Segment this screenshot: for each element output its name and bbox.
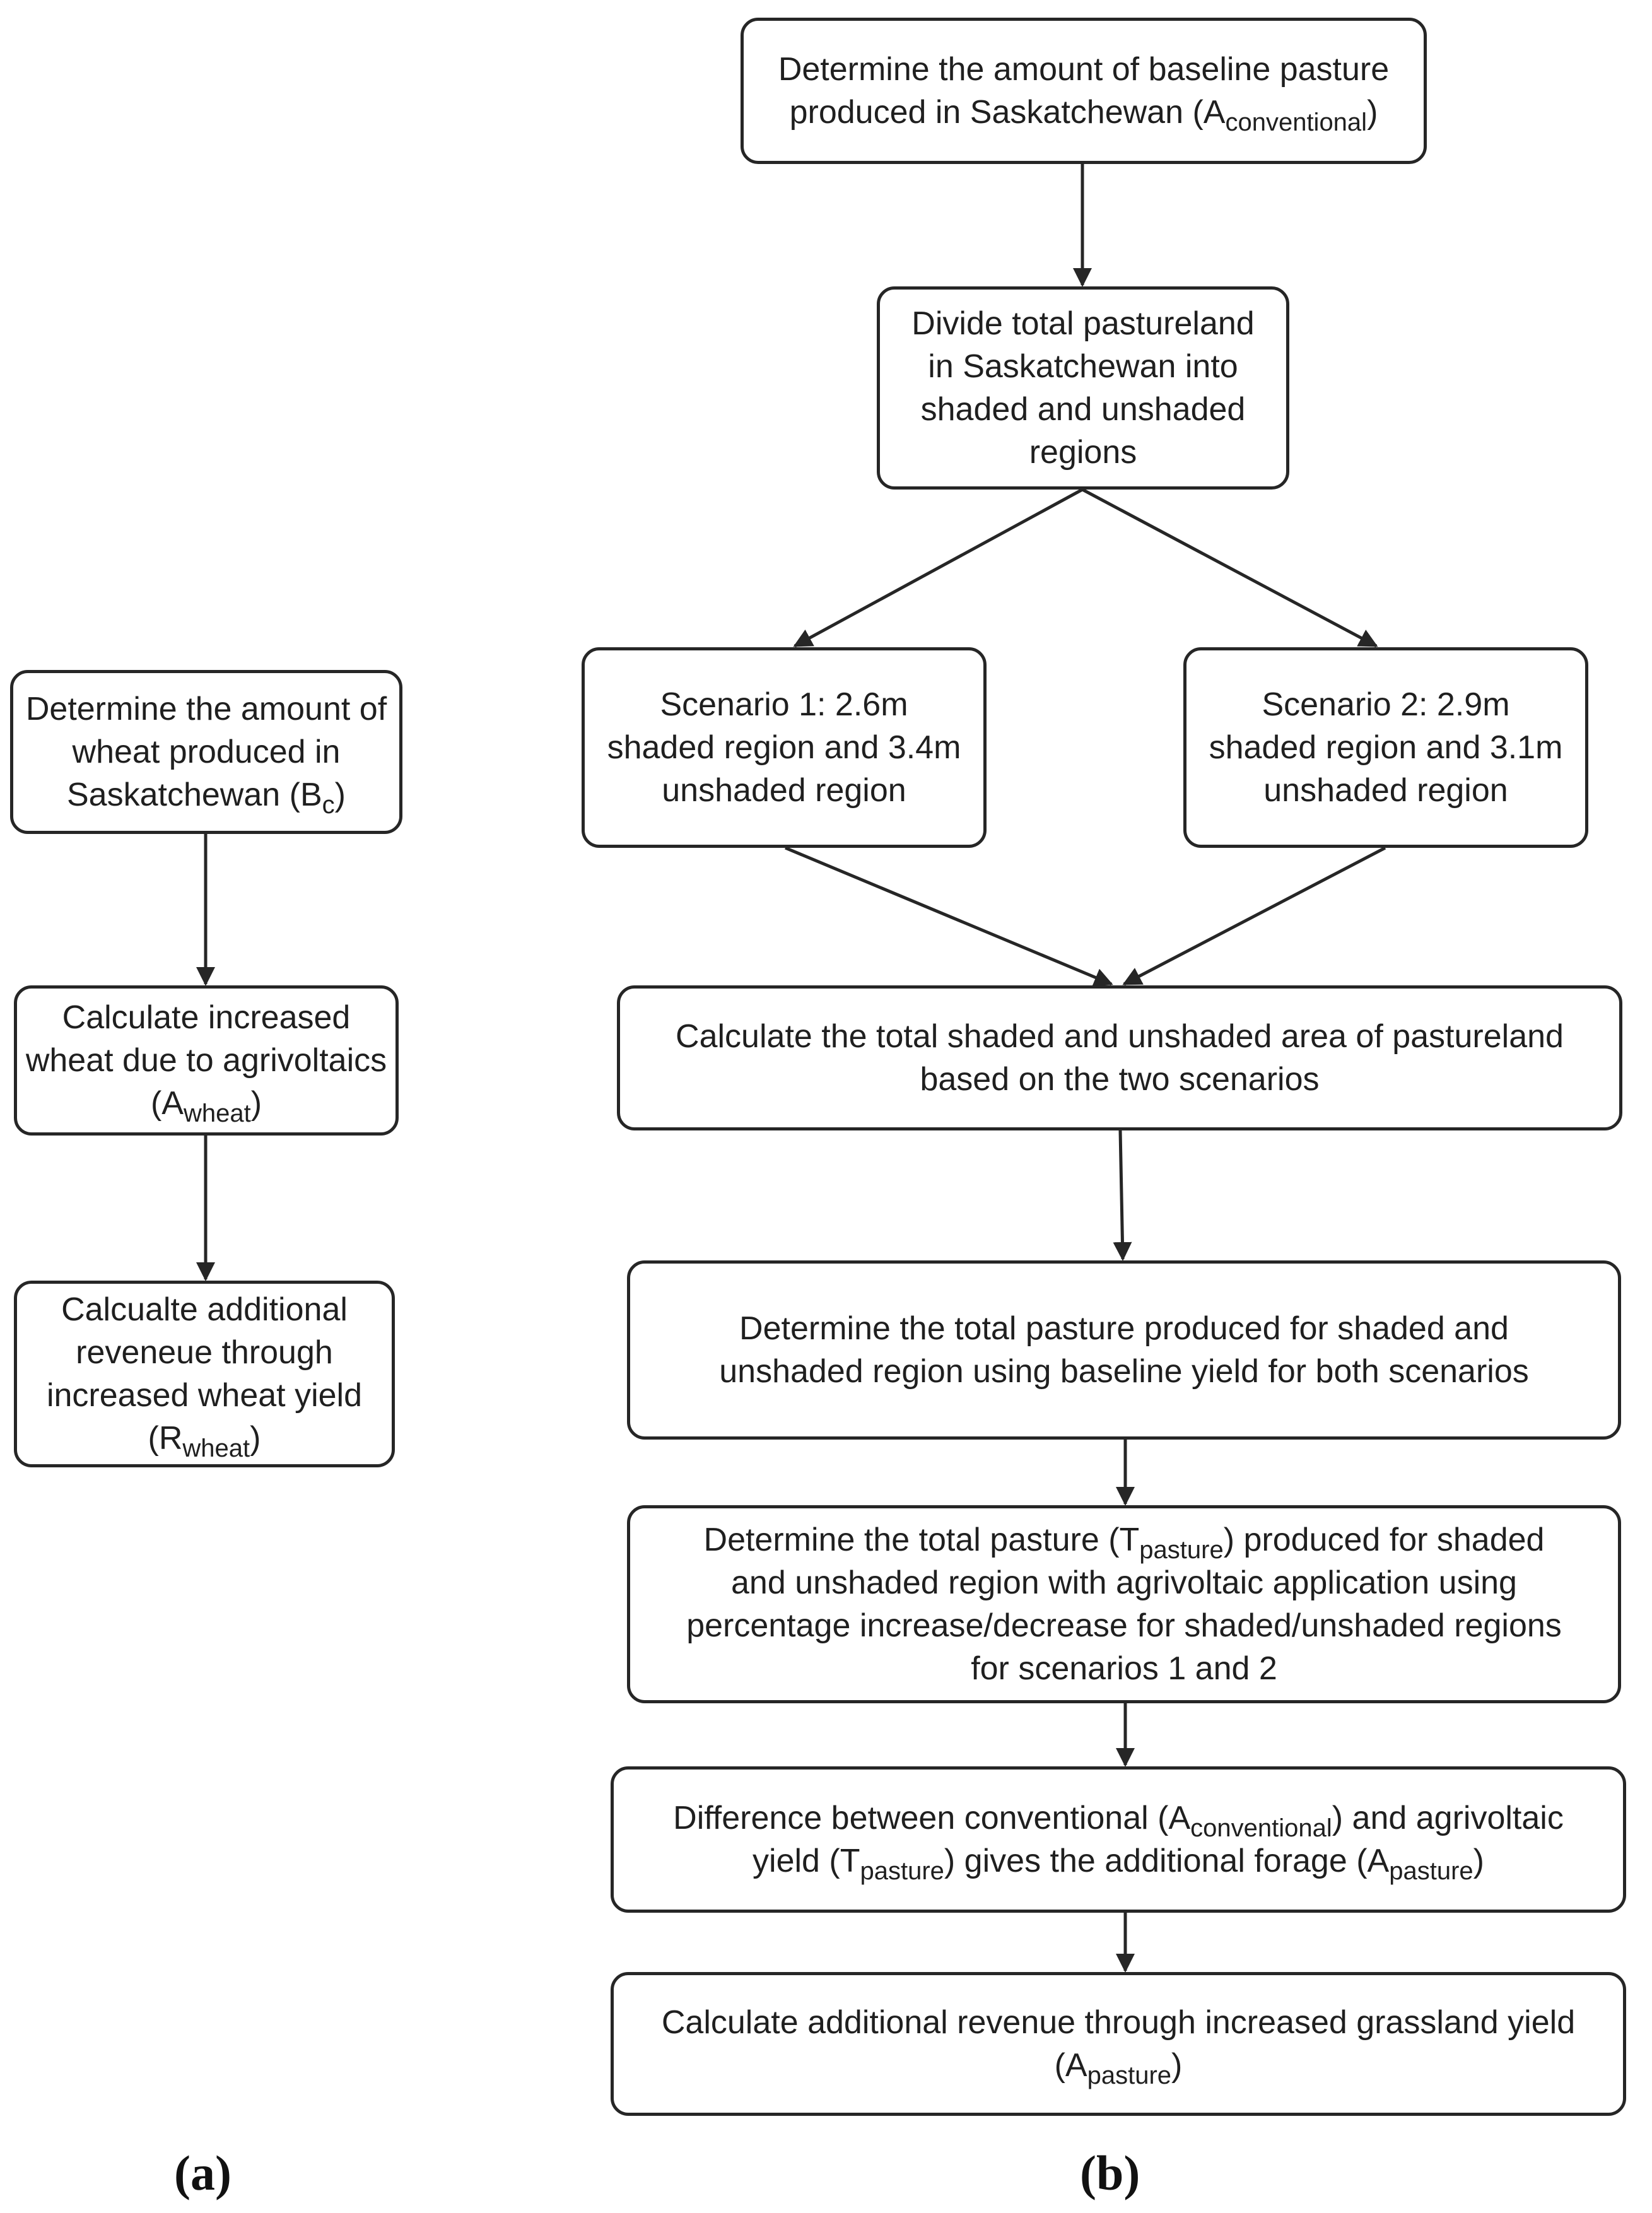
box-b-baseline-pasture: Determine the amount of baseline pasture… [741, 18, 1427, 164]
text-line: Determine the total pasture (Tpasture) p… [703, 1522, 1545, 1564]
box-a-additional-revenue: Calcualte additional reveneue through in… [14, 1281, 395, 1467]
text-line: Calculate additional revenue through inc… [661, 2004, 1576, 2041]
box-b-scenario-2: Scenario 2: 2.9m shaded region and 3.1m … [1183, 647, 1588, 848]
arrow-b-scenario1-to-area [785, 846, 1113, 987]
text-line: wheat produced in [72, 734, 341, 770]
text-line: shaded region and 3.4m [607, 729, 961, 766]
text-line: regions [1029, 434, 1137, 471]
box-b-difference: Difference between conventional (Aconven… [611, 1766, 1626, 1913]
box-a-increased-wheat: Calculate increased wheat due to agrivol… [14, 985, 399, 1136]
box-b-grassland-revenue: Calculate additional revenue through inc… [611, 1972, 1626, 2116]
box-b-agrivoltaic-pasture: Determine the total pasture (Tpasture) p… [627, 1505, 1621, 1703]
text-line: Determine the total pasture produced for… [739, 1310, 1509, 1347]
text-line: Difference between conventional (Aconven… [673, 1800, 1564, 1842]
text-line: Determine the amount of [25, 691, 387, 727]
panel-label-b: (b) [1080, 2145, 1140, 2200]
text-line: shaded region and 3.1m [1209, 729, 1563, 766]
text-line: increased wheat yield [46, 1377, 363, 1414]
box-a-wheat-amount: Determine the amount of wheat produced i… [10, 670, 402, 834]
panel-label-a: (a) [174, 2145, 231, 2200]
text-line: reveneue through [76, 1334, 333, 1371]
text-line: Scenario 1: 2.6m [660, 686, 908, 723]
text-line: Calculate increased [62, 999, 351, 1036]
box-b-baseline-yield: Determine the total pasture produced for… [627, 1260, 1621, 1440]
text-line: and unshaded region with agrivoltaic app… [731, 1564, 1517, 1601]
text-line: shaded and unshaded [920, 391, 1246, 428]
text-line: unshaded region [662, 772, 906, 809]
text-line: (Apasture) [1054, 2047, 1183, 2089]
text-line: for scenarios 1 and 2 [971, 1650, 1277, 1687]
box-b-divide-pastureland: Divide total pastureland in Saskatchewan… [877, 286, 1289, 490]
text-line: (Rwheat) [148, 1420, 261, 1462]
text-line: yield (Tpasture) gives the additional fo… [753, 1843, 1484, 1885]
arrow-b-divide-to-scenario2 [1081, 488, 1378, 648]
text-line: unshaded region [1263, 772, 1508, 809]
text-line: Divide total pastureland [911, 305, 1255, 342]
text-line: (Awheat) [150, 1085, 262, 1127]
text-line: Determine the amount of baseline pasture [778, 51, 1390, 88]
text-line: Saskatchewan (Bc) [67, 777, 346, 819]
text-line: produced in Saskatchewan (Aconventional) [789, 94, 1378, 136]
arrow-b-scenario2-to-area [1122, 846, 1386, 986]
text-line: unshaded region using baseline yield for… [719, 1353, 1529, 1390]
text-line: based on the two scenarios [920, 1061, 1320, 1098]
box-b-scenario-1: Scenario 1: 2.6m shaded region and 3.4m … [582, 647, 987, 848]
box-b-total-area: Calculate the total shaded and unshaded … [617, 985, 1622, 1130]
arrow-b-divide-to-scenario1 [793, 488, 1084, 648]
text-line: percentage increase/decrease for shaded/… [686, 1607, 1562, 1644]
text-line: Scenario 2: 2.9m [1262, 686, 1510, 723]
text-line: in Saskatchewan into [928, 348, 1238, 385]
arrow-b-area-to-baseline-yield [1113, 1130, 1132, 1261]
text-line: wheat due to agrivoltaics [25, 1042, 387, 1079]
text-line: Calculate the total shaded and unshaded … [676, 1018, 1564, 1055]
text-line: Calcualte additional [61, 1291, 348, 1328]
